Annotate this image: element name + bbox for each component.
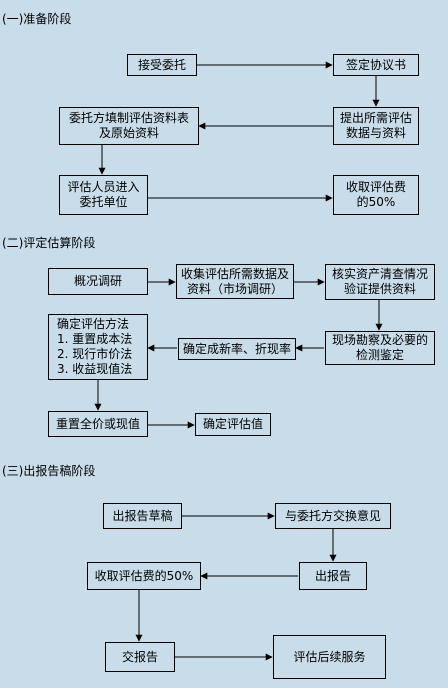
box-site-inspection: 现场勘察及必要的 检测鉴定 <box>325 331 435 365</box>
box-verify-assets: 核实资产清查情况 验证提供资料 <box>325 264 435 300</box>
box-valuation-methods: 确定评估方法 1. 重置成本法 2. 现行市价法 3. 收益现值法 <box>48 314 148 380</box>
box-draft-report: 出报告草稿 <box>103 503 182 529</box>
section-title-report: (三)出报告稿阶段 <box>2 464 96 478</box>
box-collect-fee-first: 收取评估费 的50% <box>333 175 419 215</box>
box-enter-client-unit: 评估人员进入 委托单位 <box>59 175 148 215</box>
box-general-survey: 概况调研 <box>48 268 148 295</box>
box-issue-report: 出报告 <box>299 562 367 590</box>
box-collect-data: 收集评估所需数据及 资料（市场调研） <box>176 264 294 299</box>
box-follow-up-service: 评估后续服务 <box>273 635 386 679</box>
box-sign-agreement: 签定协议书 <box>333 54 419 76</box>
box-collect-fee-second: 收取评估费的50% <box>87 562 201 590</box>
section-title-preparation: (一)准备阶段 <box>2 12 72 26</box>
box-request-data: 提出所需评估 数据与资料 <box>333 107 419 145</box>
box-client-fill-form: 委托方填制评估资料表 及原始资料 <box>59 107 199 145</box>
box-deliver-report: 交报告 <box>105 642 175 672</box>
box-exchange-opinions: 与委托方交换意见 <box>275 503 391 529</box>
box-final-value: 确定评估值 <box>195 413 271 436</box>
box-accept-commission: 接受委托 <box>127 54 197 76</box>
box-replacement-value: 重置全价或现值 <box>48 411 148 437</box>
box-determine-rates: 确定成新率、折现率 <box>178 338 296 360</box>
section-title-assessment: (二)评定估算阶段 <box>2 236 96 250</box>
